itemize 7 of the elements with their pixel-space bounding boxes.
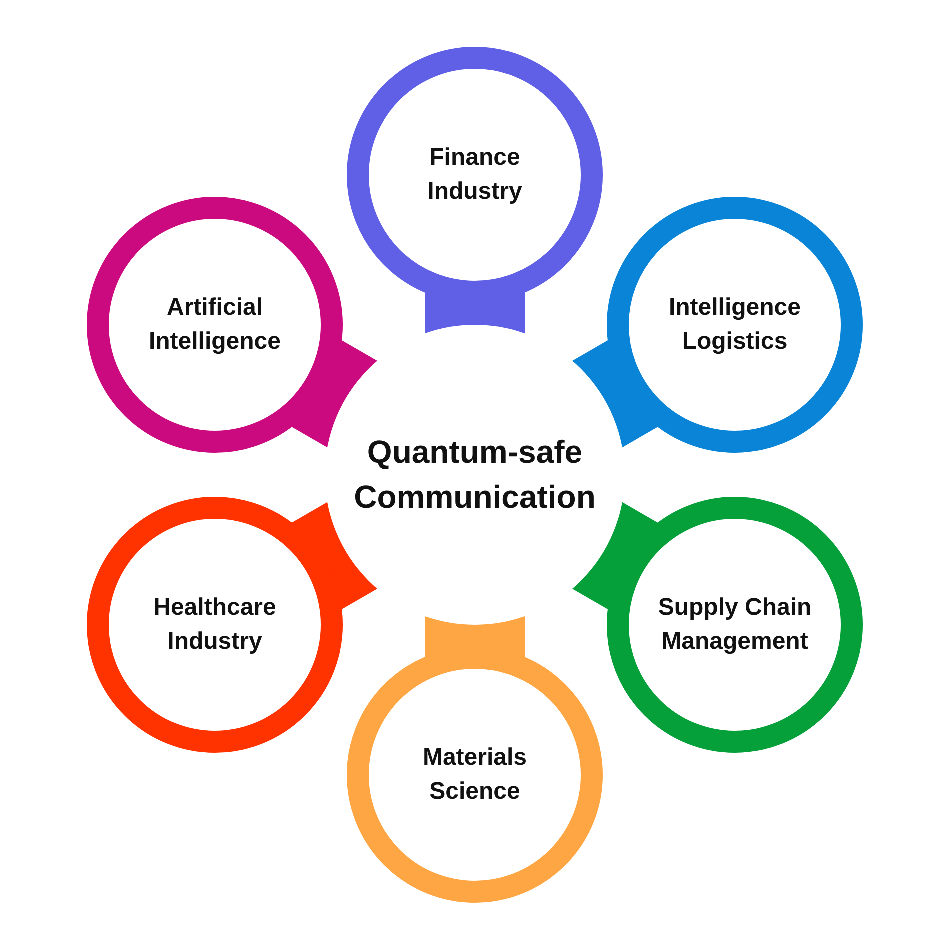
node-label: Finance Industry <box>426 143 524 207</box>
node-label: Supply Chain Management <box>657 593 813 657</box>
node-label: Quantum-safe Communication <box>353 433 597 517</box>
node-label: Intelligence Logistics <box>668 293 802 357</box>
node-label: Healthcare Industry <box>152 593 278 657</box>
node-label: Artificial Intelligence <box>148 293 282 357</box>
node-label: Materials Science <box>422 743 528 807</box>
